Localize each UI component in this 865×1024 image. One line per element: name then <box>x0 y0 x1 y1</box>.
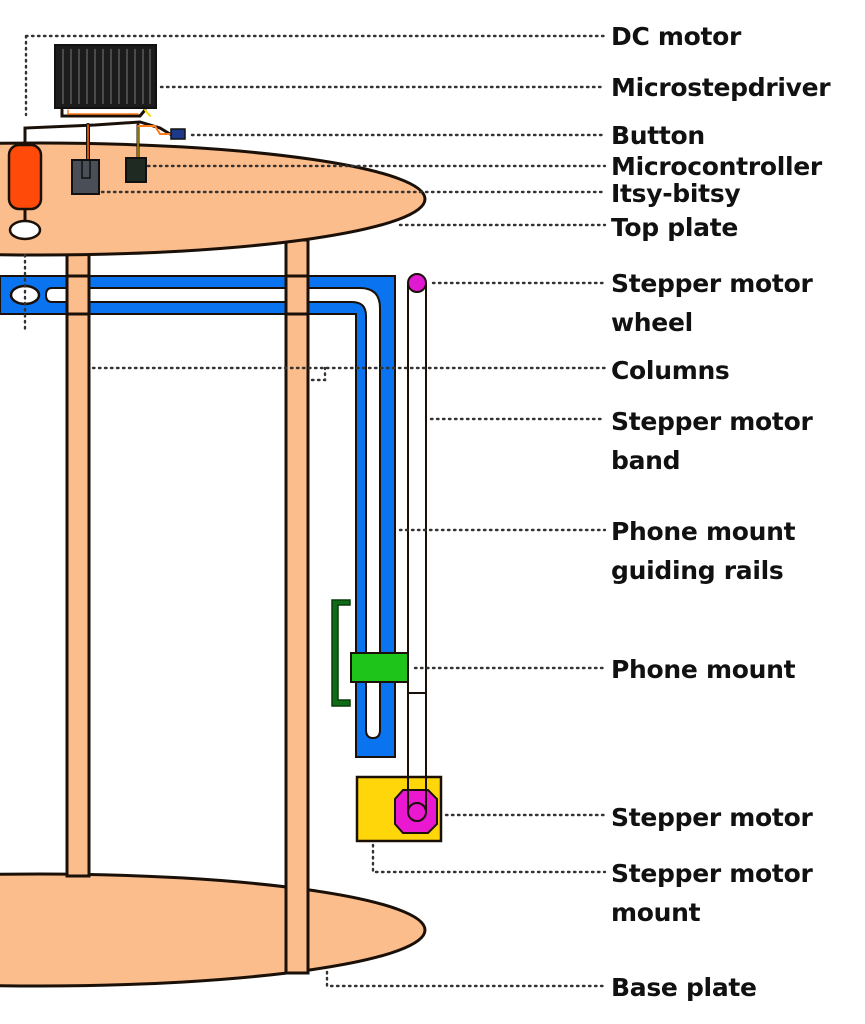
label-text-line2: guiding rails <box>611 556 784 585</box>
label-text-line1: Stepper motor <box>611 407 813 436</box>
label-microstepdriver: Microstepdriver <box>611 68 831 107</box>
label-text: Microcontroller <box>611 152 822 181</box>
column-right-overlap <box>284 274 310 316</box>
label-phone-mount: Phone mount <box>611 650 796 689</box>
label-text: Microstepdriver <box>611 73 831 102</box>
label-columns: Columns <box>611 351 730 390</box>
label-text-line1: Phone mount <box>611 517 796 546</box>
label-top-plate: Top plate <box>611 208 738 247</box>
column-left-overlap <box>65 274 91 316</box>
column-left <box>65 238 91 878</box>
stepper-pulley <box>407 802 427 822</box>
phone-clamp-shape <box>331 599 351 707</box>
itsy-bitsy-slot <box>81 159 91 179</box>
phone-mount-shape <box>350 652 412 683</box>
label-phone-mount-guiding-rails: Phone mount guiding rails <box>611 512 796 590</box>
microcontroller-shape <box>125 157 147 183</box>
label-stepper-motor-wheel: Stepper motor wheel <box>611 264 813 342</box>
label-base-plate: Base plate <box>611 968 757 1007</box>
label-text: Itsy-bitsy <box>611 179 741 208</box>
label-text-line2: band <box>611 446 681 475</box>
label-stepper-motor: Stepper motor <box>611 798 813 837</box>
rail-hole <box>9 284 41 306</box>
guiding-rail-shape <box>0 275 396 758</box>
label-stepper-motor-band: Stepper motor band <box>611 402 813 480</box>
label-dc-motor: DC motor <box>611 17 741 56</box>
dc-motor-shape <box>7 143 43 241</box>
label-text: Base plate <box>611 973 757 1002</box>
label-text: DC motor <box>611 22 742 51</box>
label-text-line2: mount <box>611 898 701 927</box>
itsy-bitsy-shape <box>71 159 100 195</box>
guiding-rail-slot <box>44 287 381 740</box>
label-microcontroller: Microcontroller <box>611 147 822 186</box>
label-text: Top plate <box>611 213 739 242</box>
label-text-line1: Stepper motor <box>611 859 813 888</box>
label-text-line2: wheel <box>611 308 693 337</box>
button-shape <box>170 128 186 140</box>
stepper-band-shape <box>407 284 427 694</box>
label-text: Button <box>611 121 705 150</box>
label-text-line1: Stepper motor <box>611 269 813 298</box>
base-plate-shape <box>0 872 427 988</box>
label-text: Phone mount <box>611 655 796 684</box>
wiring <box>23 108 173 177</box>
stepper-wheel-shape <box>407 273 427 293</box>
column-right <box>284 238 310 975</box>
label-stepper-motor-mount: Stepper motor mount <box>611 854 813 932</box>
top-plate-shape <box>0 141 427 257</box>
label-itsy-bitsy: Itsy-bitsy <box>611 174 741 213</box>
label-button: Button <box>611 116 705 155</box>
leader-lines <box>23 34 607 988</box>
microstepdriver-shape <box>54 44 157 109</box>
label-text: Columns <box>611 356 730 385</box>
label-text: Stepper motor <box>611 803 813 832</box>
